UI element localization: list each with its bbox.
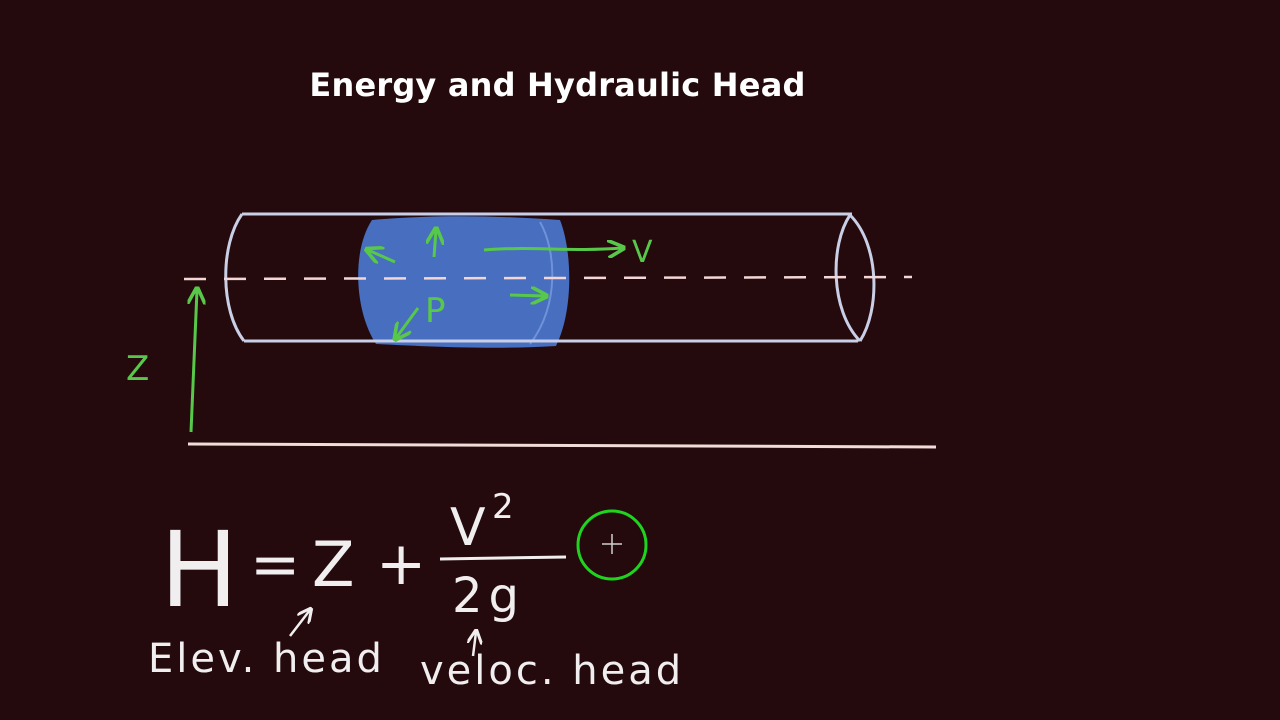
elevation-arrow [191,290,197,433]
equation-numerator: V [450,498,486,558]
water-volume [358,216,570,348]
equation-term-z: Z [312,528,354,601]
velocity-arrow [483,248,622,250]
pipe-centerline [183,275,913,281]
equation-lhs: H [160,509,238,631]
datum-line [187,442,937,449]
veloc-head-pointer [473,632,476,657]
diagram-title: Energy and Hydraulic Head [309,66,806,104]
equation-equals: = [250,530,300,600]
crosshair-cursor-icon [576,509,648,581]
pressure-arrows [368,230,545,338]
elev-head-pointer [289,610,310,637]
equation-denominator: 2g [452,568,525,624]
fraction-bar [439,555,567,561]
equation-exponent: 2 [492,487,514,527]
velocity-label: V [632,235,653,270]
veloc-head-label: veloc. head [420,648,684,694]
elevation-label: Z [126,349,149,389]
hydraulic-head-equation: H = Z + V 2 2g [160,487,567,631]
pressure-label: P [425,291,446,331]
equation-plus: + [376,529,426,599]
elev-head-label: Elev. head [148,636,385,682]
